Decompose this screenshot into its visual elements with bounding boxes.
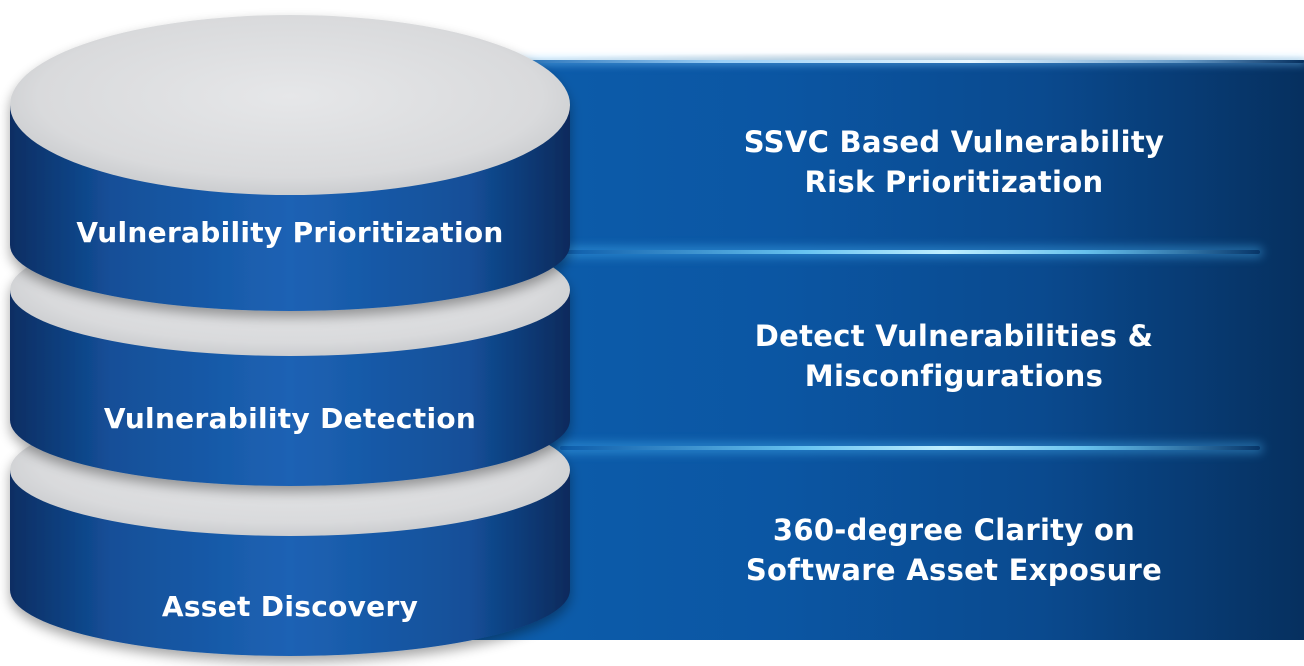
layer-label-discovery: Asset Discovery [161,590,419,623]
panel-top-glow [470,60,1304,63]
description-line: SSVC Based Vulnerability [743,125,1165,159]
layer-label-prioritization: Vulnerability Prioritization [76,216,504,249]
description-line: Misconfigurations [804,359,1104,393]
description-line: 360-degree Clarity on [772,513,1136,547]
divider-glow-1 [560,250,1260,254]
description-line: Risk Prioritization [804,165,1104,199]
description-detection: Detect Vulnerabilities & Misconfiguratio… [654,316,1254,396]
description-line: Detect Vulnerabilities & [754,319,1154,353]
divider-glow-2 [560,446,1260,450]
description-prioritization: SSVC Based Vulnerability Risk Prioritiza… [654,122,1254,202]
description-line: Software Asset Exposure [745,553,1163,587]
description-discovery: 360-degree Clarity on Software Asset Exp… [654,510,1254,590]
layer-label-detection: Vulnerability Detection [103,402,477,435]
